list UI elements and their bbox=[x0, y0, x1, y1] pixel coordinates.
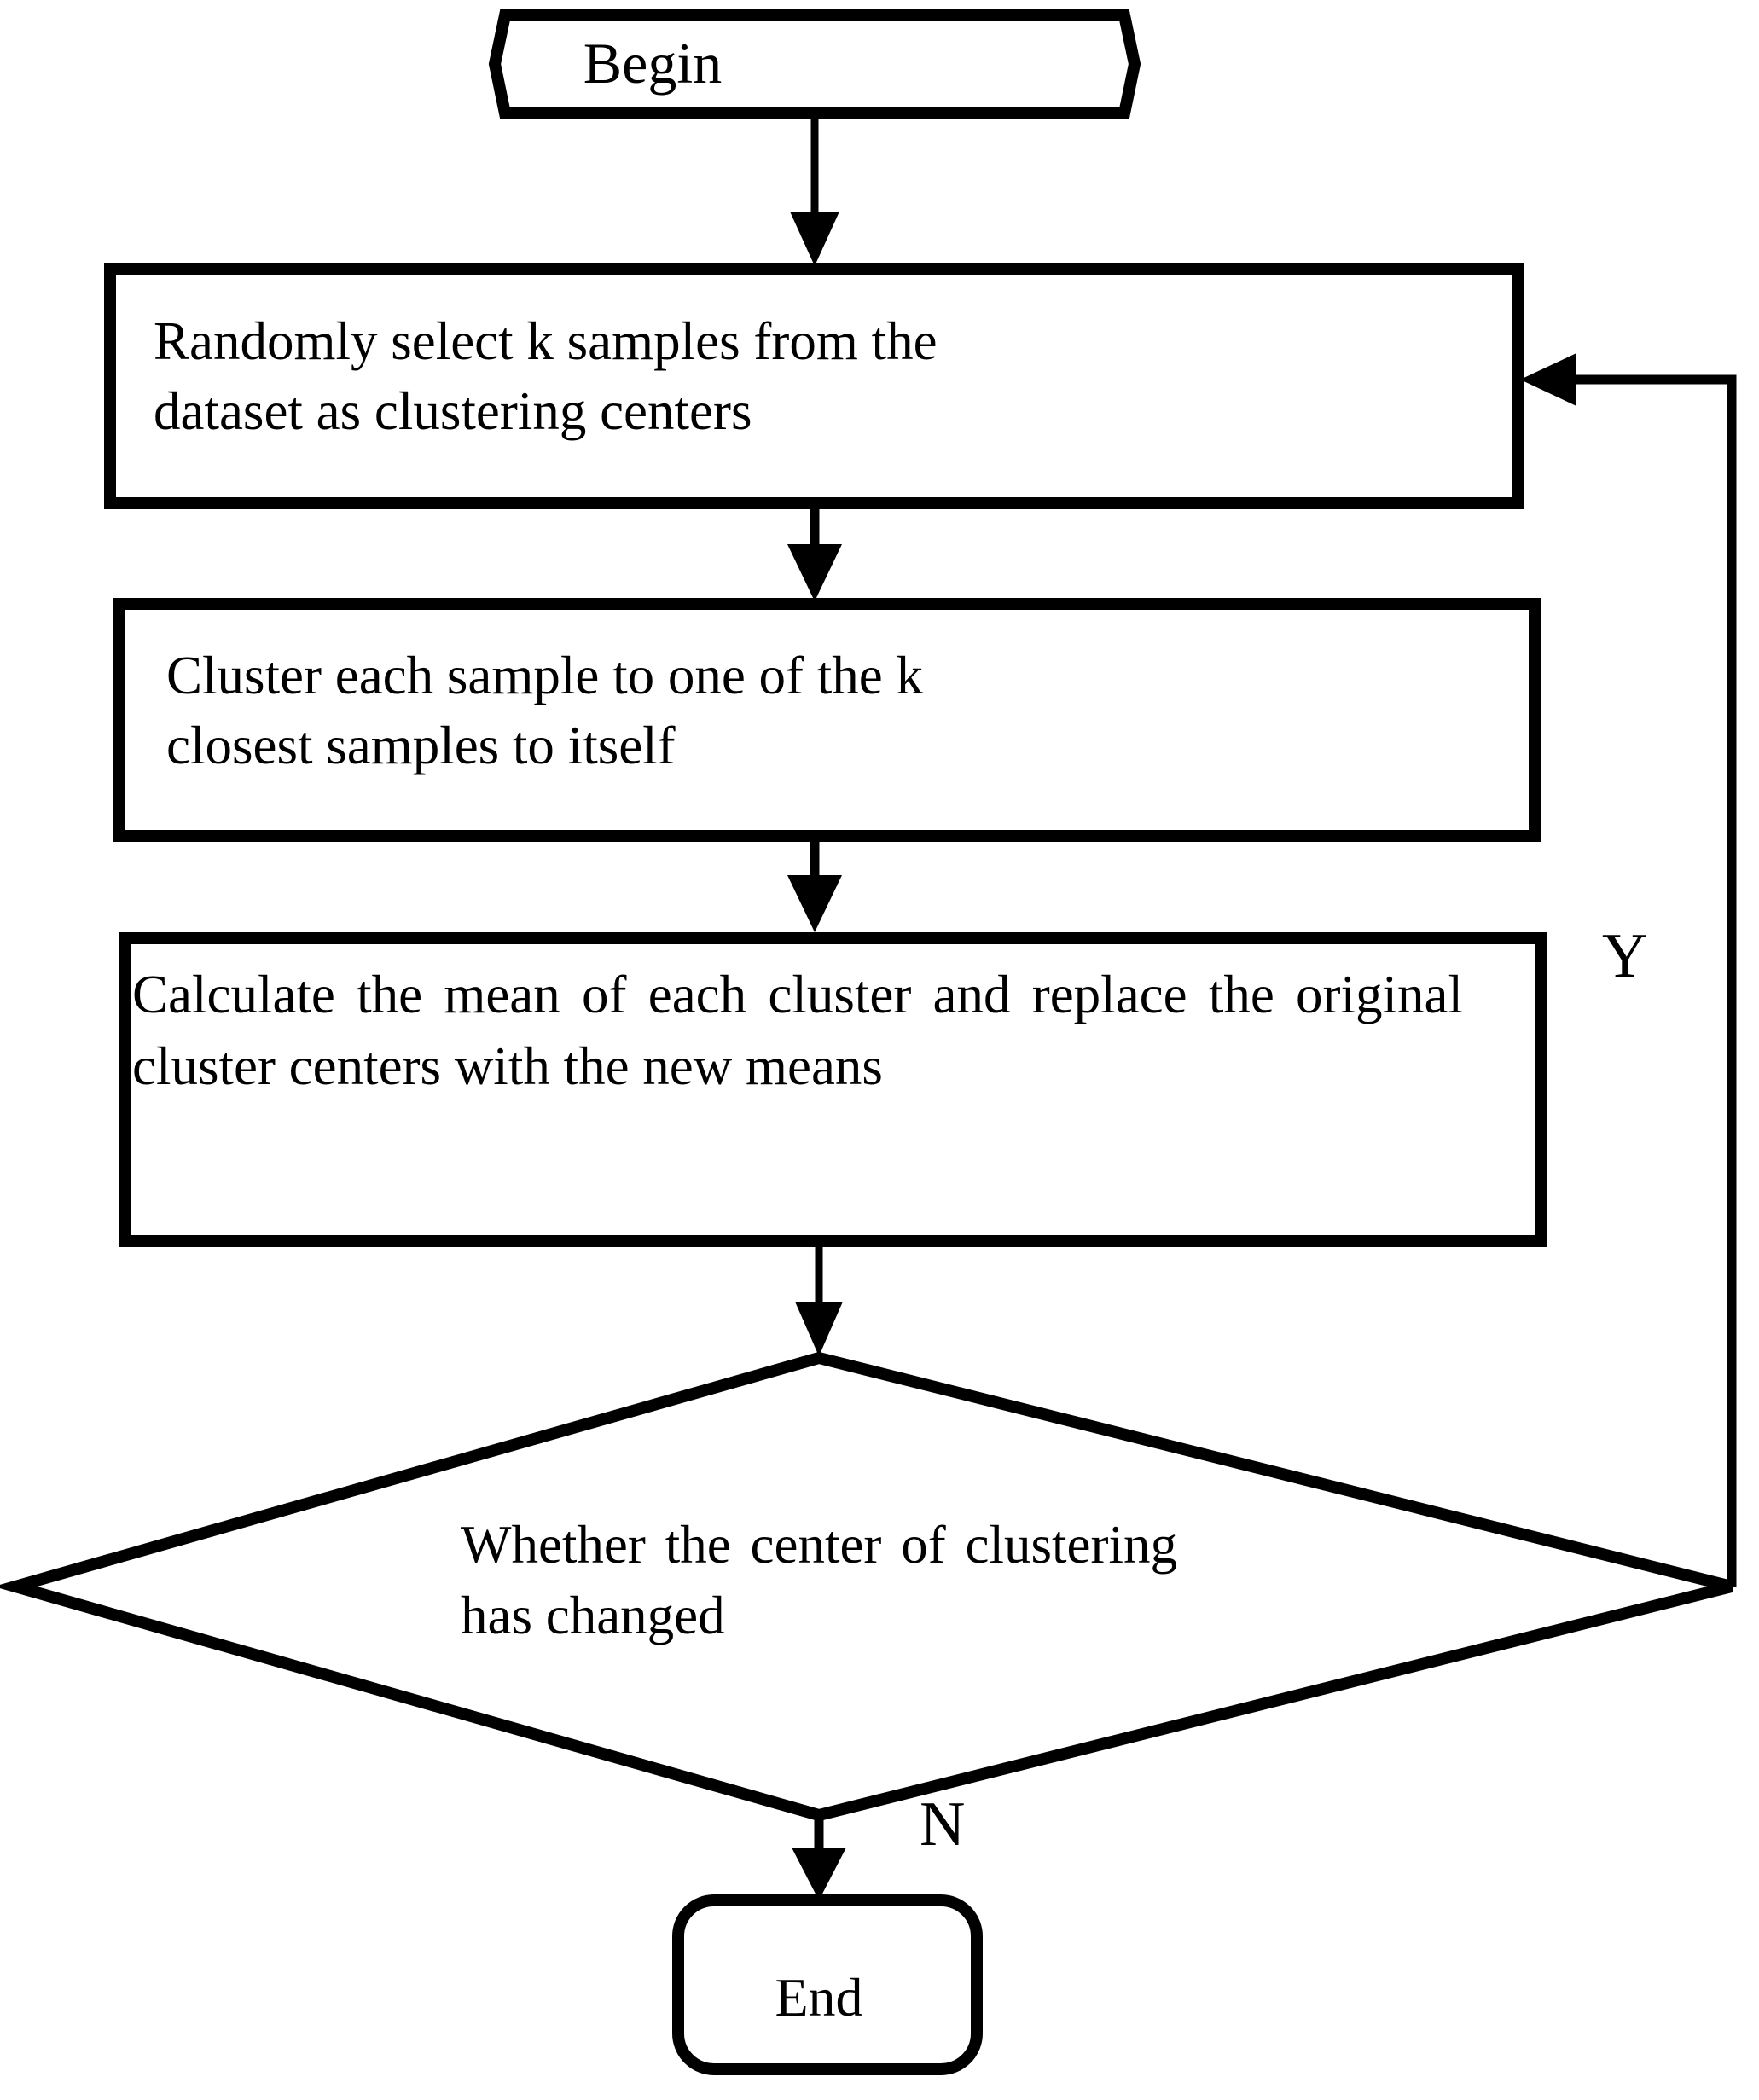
edge-process1-to-process2-arrowhead bbox=[787, 544, 842, 601]
edge-process2-to-process3-arrowhead bbox=[787, 875, 842, 932]
edge-process3-to-decision-arrowhead bbox=[795, 1302, 843, 1356]
process1-node-shape[interactable] bbox=[104, 263, 1524, 509]
edge-label-no: N bbox=[920, 1790, 966, 1859]
edge-label-yes: Y bbox=[1602, 921, 1648, 991]
process2-node-shape[interactable] bbox=[113, 598, 1541, 842]
edge-begin-to-process1-arrowhead bbox=[790, 212, 839, 266]
end-node-label: End bbox=[775, 1967, 863, 2027]
process3-node-shape[interactable] bbox=[119, 932, 1547, 1247]
begin-node-label: Begin bbox=[583, 31, 723, 96]
edge-decision-to-end-arrowhead bbox=[792, 1848, 846, 1900]
end-node-shape[interactable] bbox=[672, 1894, 983, 2075]
decision-node-label: Whether the center of clustering has cha… bbox=[461, 1515, 1177, 1646]
process3-label-clip: Calculate the mean of each cluster and r… bbox=[132, 960, 1531, 1233]
begin-node-shape[interactable] bbox=[488, 9, 1141, 119]
process1-node-label: Randomly select k samples from the datas… bbox=[154, 311, 951, 441]
edge-decision-yes-to-process1-arrowhead bbox=[1520, 353, 1576, 406]
edge-decision-yes-to-process1-line bbox=[1570, 374, 1737, 1587]
process3-node-label: Calculate the mean of each cluster and r… bbox=[132, 965, 1463, 1096]
process2-node-label: Cluster each sample to one of the k clos… bbox=[166, 646, 937, 775]
